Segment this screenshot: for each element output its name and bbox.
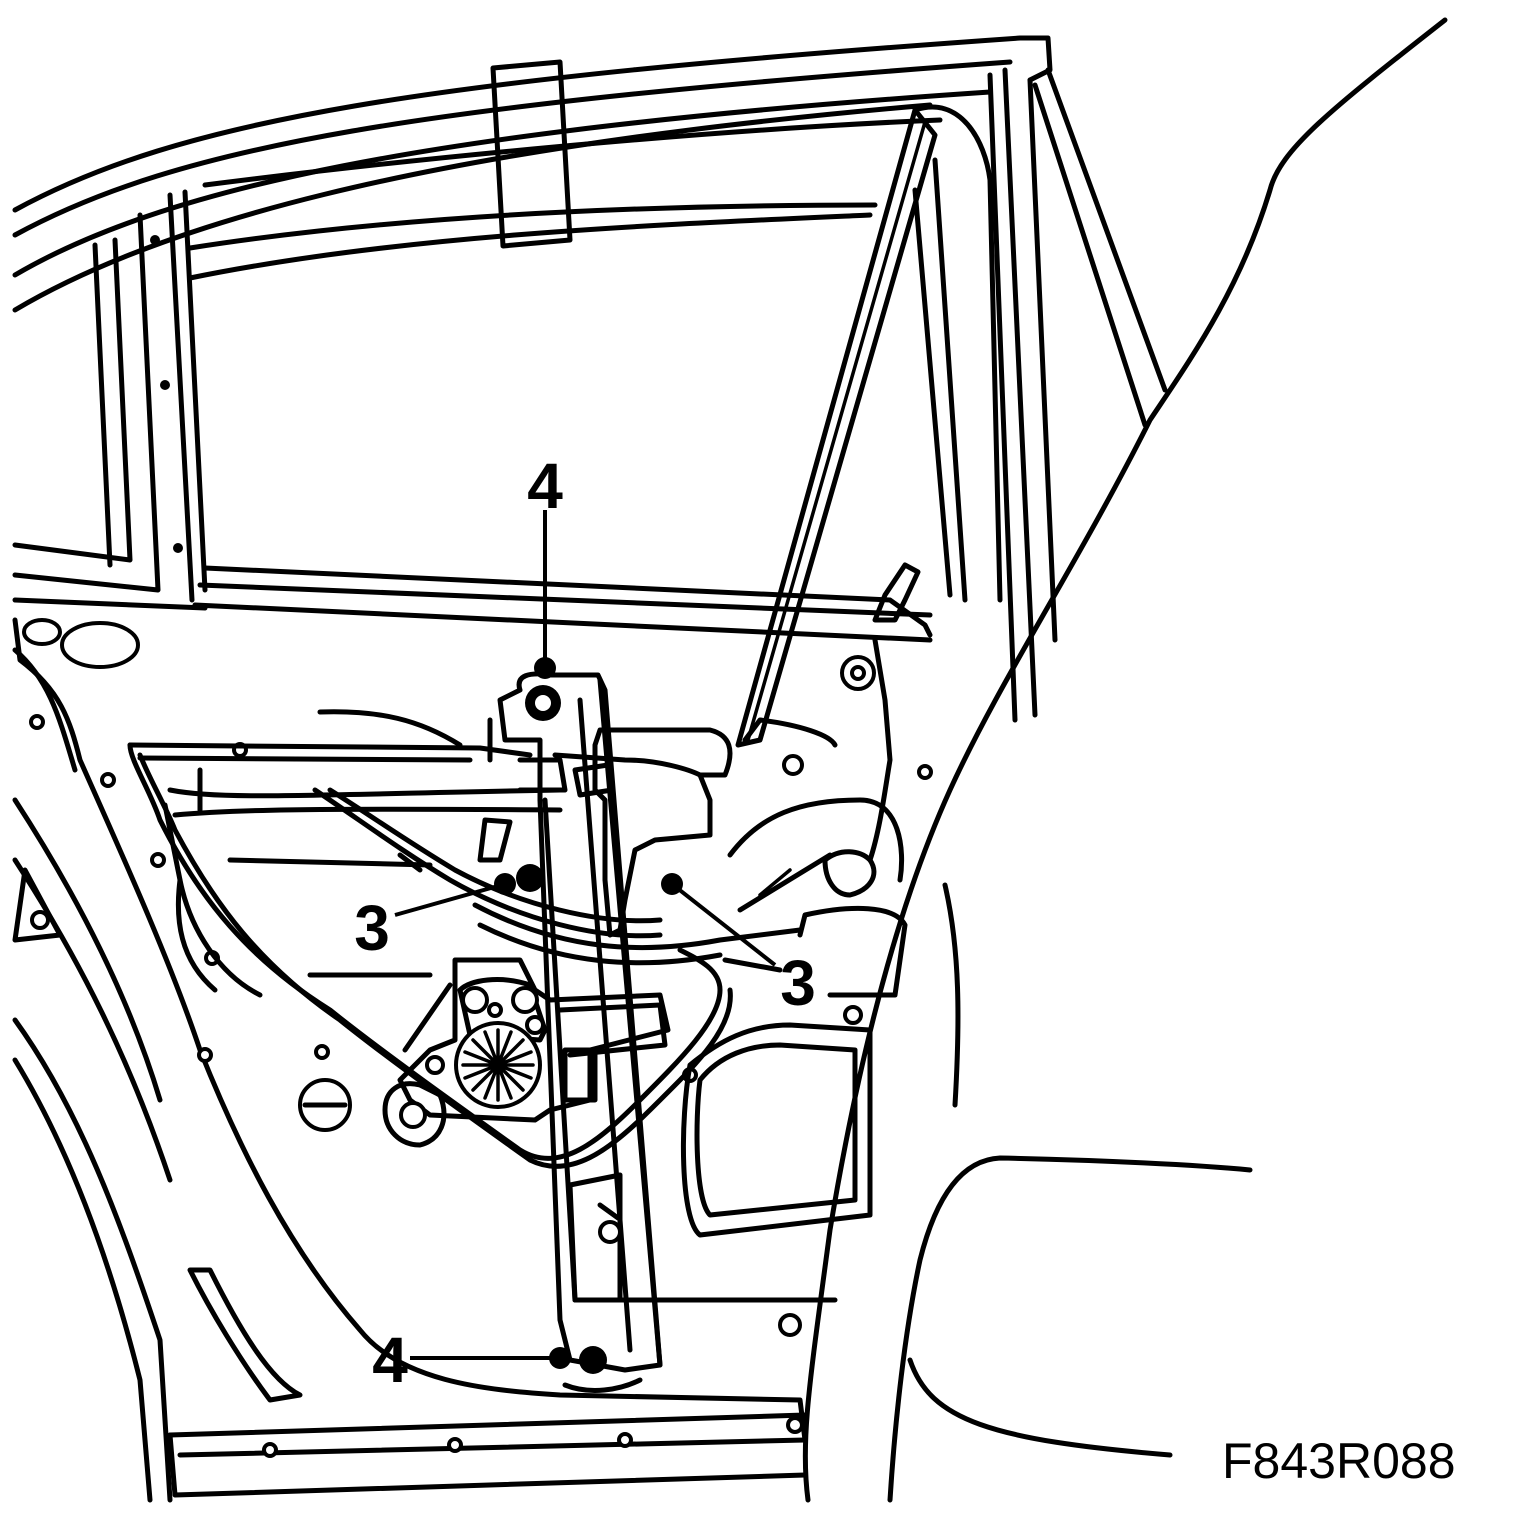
callout-fastener-lower: 4 <box>372 1324 408 1396</box>
callout-fastener-upper: 4 <box>527 450 563 522</box>
window-frame-left <box>12 189 208 603</box>
window-regulator-motor <box>382 957 671 1148</box>
regulator-carrier <box>477 727 733 938</box>
inner-door-panel <box>12 617 808 1503</box>
regulator-rail <box>487 671 838 1393</box>
body-side-silhouette <box>802 17 1448 1503</box>
door-lock-actuator <box>742 562 921 898</box>
roof-strap <box>490 59 573 249</box>
door-frame-outline <box>12 35 1053 313</box>
leader-lines <box>394 510 777 1360</box>
panel-cutouts <box>680 797 908 1238</box>
belt-line <box>12 565 933 643</box>
window-guide-rail <box>735 67 1168 748</box>
callout-bolt-right: 3 <box>780 947 816 1019</box>
motor-gear <box>461 1028 535 1102</box>
figure-id: F843R088 <box>1222 1433 1456 1489</box>
callout-bolt-left: 3 <box>354 892 390 964</box>
panel-holes <box>22 618 933 1337</box>
